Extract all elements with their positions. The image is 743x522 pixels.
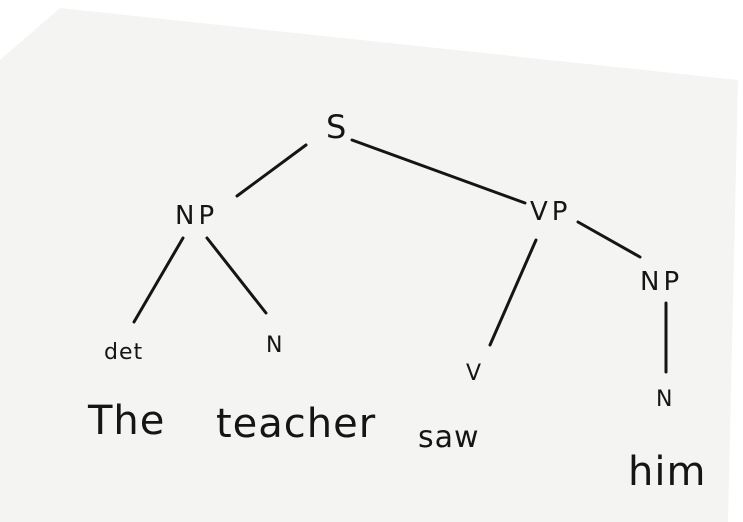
node-np-subject: NP [175, 201, 218, 231]
word-the: The [87, 398, 165, 444]
word-teacher: teacher [216, 401, 376, 447]
node-vp: VP [530, 197, 571, 227]
node-np-object: NP [640, 267, 683, 297]
edge-np-det [132, 236, 185, 324]
word-saw: saw [418, 420, 480, 455]
edge-s-vp [350, 138, 527, 205]
edge-s-np [235, 143, 308, 198]
edge-vp-v [488, 238, 538, 347]
paper-sheet [0, 8, 738, 522]
edge-vp-np [576, 220, 642, 259]
node-n-object: N [656, 387, 673, 412]
node-det: det [104, 340, 143, 365]
node-v: V [466, 361, 482, 386]
node-n-subject: N [266, 333, 283, 358]
edge-np-n [205, 236, 268, 315]
node-s: S [326, 108, 346, 146]
word-him: him [628, 449, 706, 495]
